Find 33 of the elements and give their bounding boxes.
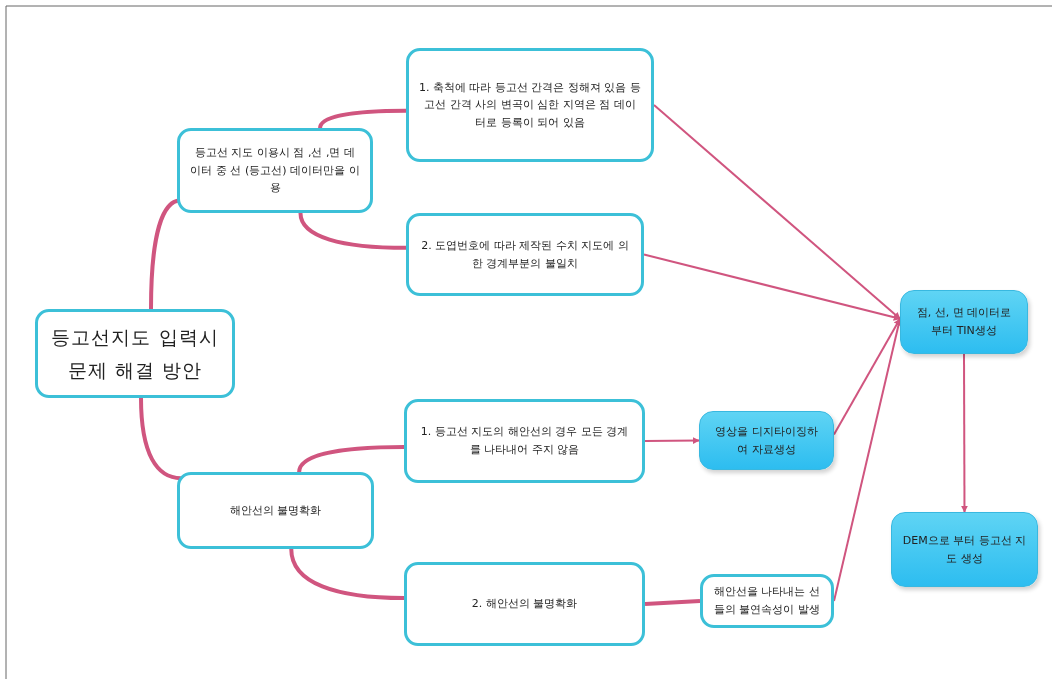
process-box xyxy=(406,213,644,296)
node-text: 해안선을 나타내는 선들의 불연속성이 발생 xyxy=(713,584,821,618)
node-text: 1. 축척에 따라 등고선 간격은 정해져 있음 등고선 간격 사의 변곡이 심한 지역은 점 데이터로 등록이 되어 있음 xyxy=(419,79,641,131)
result-box xyxy=(891,512,1038,587)
arrow xyxy=(961,353,968,513)
topic-box xyxy=(35,309,235,398)
node-text: 등고선지도 입력시 문제 해결 방안 xyxy=(50,325,220,383)
node-text: 등고선 지도 이용시 점 ,선 ,면 데이터 중 선 (등고선) 데이터만을 이용 xyxy=(190,145,360,197)
node-text: 2. 해안선의 불명확화 xyxy=(471,596,578,613)
process-box xyxy=(177,472,374,549)
node-text: DEM으로 부터 등고선 지도 생성 xyxy=(902,532,1027,567)
node-text: 해안선의 불명확화 xyxy=(229,502,322,519)
process-box xyxy=(177,128,373,213)
connector-line xyxy=(289,548,405,601)
node-text: 점, 선, 면 데이터로 부터 TIN생성 xyxy=(915,305,1013,339)
connector-line xyxy=(139,397,182,481)
arrow xyxy=(653,104,901,320)
process-box xyxy=(406,48,654,162)
result-box xyxy=(900,290,1028,354)
connector-line xyxy=(644,599,701,606)
result-box xyxy=(699,411,834,470)
process-box xyxy=(404,399,645,483)
node-text: 1. 등고선 지도의 해안선의 경우 모든 경계를 나타내어 주지 않음 xyxy=(419,424,630,458)
connector-line xyxy=(298,212,407,250)
node-text: 2. 도엽번호에 따라 제작된 수치 지도에 의한 경계부분의 불일치 xyxy=(420,237,630,272)
connector-line xyxy=(318,108,407,129)
arrow xyxy=(644,437,700,445)
arrow xyxy=(833,317,901,436)
process-box xyxy=(700,574,834,628)
connector-line xyxy=(297,444,405,473)
node-text: 영상을 디지타이징하여 자료생성 xyxy=(714,423,819,458)
process-box xyxy=(404,562,645,646)
arrow xyxy=(643,253,901,321)
